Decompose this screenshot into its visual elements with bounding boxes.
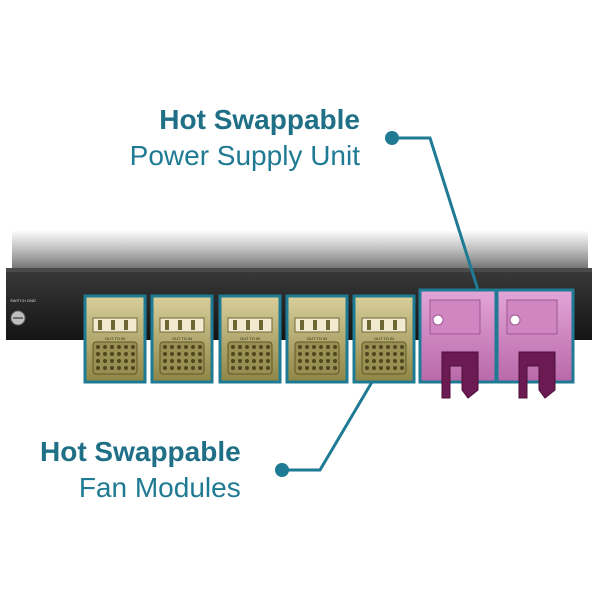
fan-airflow-label: OUT TO IN xyxy=(105,336,125,341)
fan-airflow-label: OUT TO IN xyxy=(172,336,192,341)
fan-module: OUT TO IN xyxy=(218,294,282,384)
fan-callout: Hot Swappable Fan Modules xyxy=(40,438,241,502)
fan-module: OUT TO IN xyxy=(150,294,214,384)
fan-modules: OUT TO IN OUT TO IN OUT TO IN OUT TO IN OUT … xyxy=(83,294,416,384)
chassis-panel-text: SWITCH GND xyxy=(10,298,36,303)
psu-unit xyxy=(418,288,498,399)
psu-unit xyxy=(495,288,575,399)
fan-airflow-label: OUT TO IN xyxy=(374,336,394,341)
psu-units xyxy=(418,288,575,399)
fan-airflow-label: OUT TO IN xyxy=(307,336,327,341)
fan-module: OUT TO IN xyxy=(352,294,416,384)
fan-callout-title: Hot Swappable xyxy=(40,436,241,467)
psu-callout-subtitle: Power Supply Unit xyxy=(129,140,360,171)
psu-callout-title: Hot Swappable xyxy=(159,104,360,135)
fan-callout-line xyxy=(275,381,374,477)
fan-module: OUT TO IN xyxy=(83,294,147,384)
fan-module: OUT TO IN xyxy=(285,294,349,384)
psu-callout: Hot Swappable Power Supply Unit xyxy=(130,106,360,170)
psu-callout-line xyxy=(385,131,480,291)
fan-callout-subtitle: Fan Modules xyxy=(78,472,241,503)
fan-airflow-label: OUT TO IN xyxy=(240,336,260,341)
